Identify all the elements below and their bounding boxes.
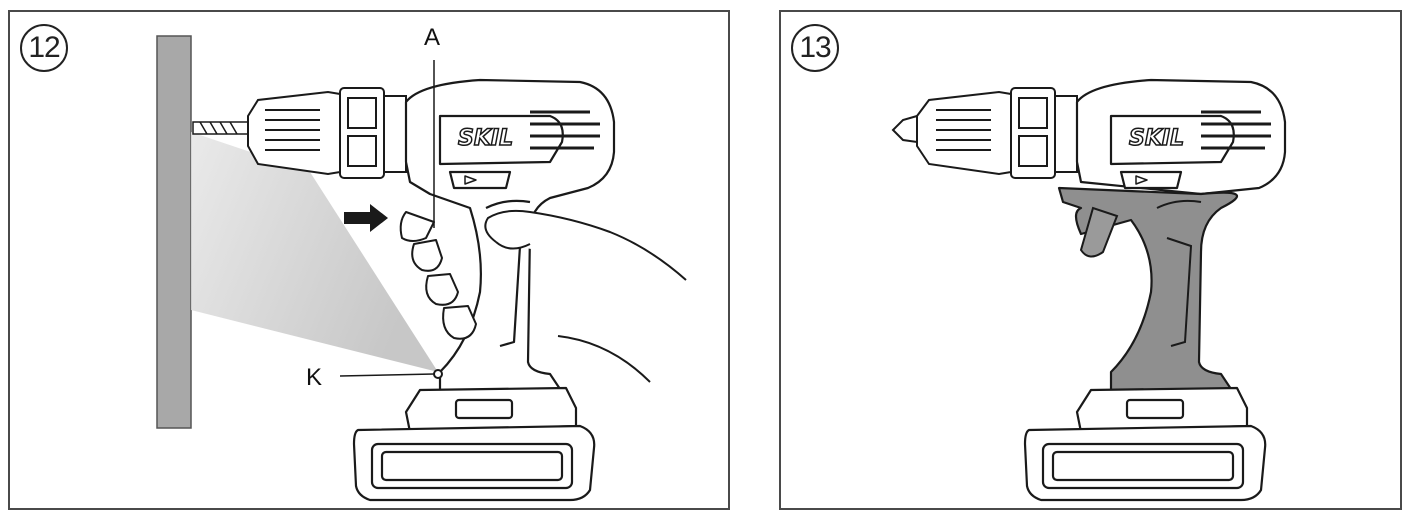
wall [156,35,192,429]
brand-logo: SKIL [458,126,513,151]
leader-line-k [339,373,435,377]
drill-grip-highlight-illustration: SKIL [891,78,1287,502]
hand [399,209,687,383]
drill-bit [192,121,249,135]
drill-battery [352,386,596,502]
press-trigger-arrow [344,204,388,232]
figure-number-badge: 12 [20,24,68,72]
light-beam [191,132,438,372]
led-light [433,369,443,379]
figure-12-panel: 12 A K [8,10,730,510]
callout-label-k: K [306,364,323,391]
drill-with-light-illustration: SKIL [156,35,687,502]
drill-battery [1023,386,1267,502]
drill-body [1075,78,1287,196]
brand-logo: SKIL [1129,126,1184,151]
figure-13-panel: 13 SKIL [779,10,1402,510]
callout-label-a: A [424,24,441,51]
drill-chuck [247,87,407,179]
drill-chuck [891,87,1078,179]
soft-grip-highlight [1057,186,1238,394]
figure-number-badge: 13 [791,24,839,72]
